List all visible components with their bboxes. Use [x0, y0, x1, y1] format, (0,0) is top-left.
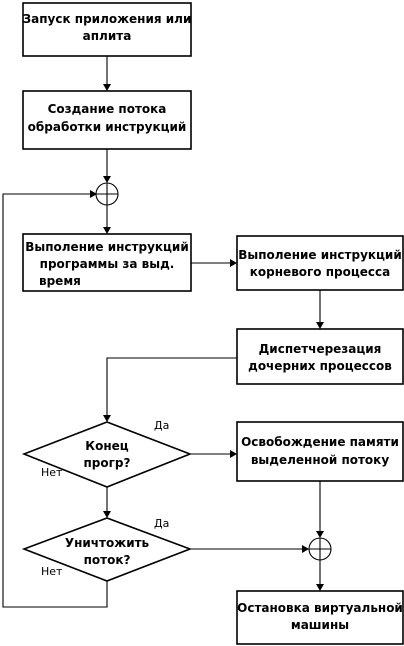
decision-end-program-line1: Конец [85, 439, 128, 453]
node-exec-root: Выполение инструкций корневого процесса [236, 235, 404, 291]
arrowhead [316, 322, 324, 329]
node-launch-line1: Запуск приложения или [23, 12, 192, 26]
label-destroy-yes: Да [154, 517, 169, 530]
label-destroy-no: Нет [41, 565, 63, 578]
decision-destroy-thread-line2: поток? [84, 553, 131, 567]
arrowhead [316, 584, 324, 591]
edge-dispatch-to-end [106, 357, 237, 417]
merge-junction [95, 182, 119, 206]
arrowhead [103, 176, 111, 183]
node-exec-root-line2: корневого процесса [250, 265, 390, 279]
arrowhead [103, 84, 111, 91]
node-exec-program-line3: время [39, 274, 81, 288]
decision-destroy-thread: Уничтожить поток? [21, 517, 193, 582]
arrowhead [230, 450, 237, 458]
node-dispatch-line1: Диспетчерезация [259, 342, 382, 356]
label-end-yes: Да [154, 419, 169, 432]
decision-destroy-thread-line1: Уничтожить [65, 536, 150, 550]
node-launch-line2: аплита [83, 29, 132, 43]
arrowhead [230, 259, 237, 267]
arrowhead [90, 190, 97, 198]
node-stop-vm-line2: машины [291, 618, 349, 632]
decision-end-program: Конец прогр? [21, 421, 193, 488]
node-free-memory-line1: Освобождение памяти [241, 435, 399, 449]
node-stop-vm: Остановка виртуальной машины [236, 590, 404, 645]
node-dispatch-line2: дочерних процессов [248, 359, 392, 373]
join-junction [308, 537, 332, 561]
arrowhead [316, 531, 324, 538]
node-create-thread-line1: Создание потока [48, 102, 167, 116]
arrowhead [103, 415, 111, 422]
node-stop-vm-line1: Остановка виртуальной [237, 601, 403, 615]
node-free-memory: Освобождение памяти выделенной потоку [236, 421, 404, 482]
label-end-no: Нет [41, 466, 63, 479]
node-exec-program: Выполение инструкций программы за выд. в… [22, 233, 192, 292]
node-exec-root-line1: Выполение инструкций [238, 248, 402, 262]
edge-destroy-no-loop [2, 193, 108, 608]
node-exec-program-line1: Выполение инструкций [25, 240, 189, 254]
arrowhead [103, 511, 111, 518]
node-free-memory-line2: выделенной потоку [251, 453, 389, 467]
node-launch: Запуск приложения или аплита [22, 2, 192, 57]
connectors [2, 56, 324, 608]
arrowhead [302, 545, 309, 553]
arrowhead [103, 227, 111, 234]
node-dispatch: Диспетчерезация дочерних процессов [236, 328, 404, 385]
decision-end-program-line2: прогр? [84, 456, 131, 470]
node-exec-program-line2: программы за выд. [40, 257, 175, 271]
node-create-thread: Создание потока обработки инструкций [22, 90, 192, 150]
node-create-thread-line2: обработки инструкций [28, 120, 187, 134]
